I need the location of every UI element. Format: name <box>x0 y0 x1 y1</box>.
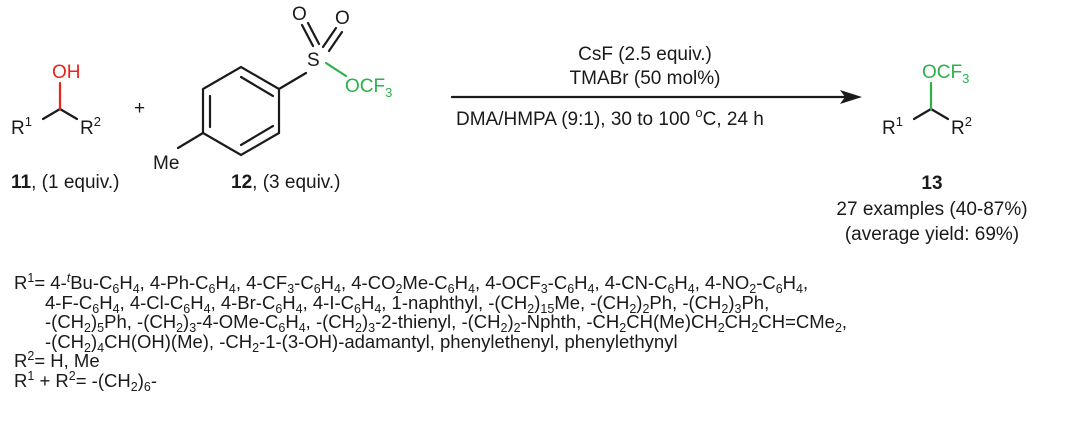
oxygen-right-label: O <box>335 8 350 29</box>
oxygen-top-label: O <box>292 4 307 25</box>
so-double-b2 <box>327 30 344 53</box>
benzene-double-3 <box>239 124 275 147</box>
product-compound-number: 13 <box>921 173 942 194</box>
scope-r1-line-4: -(CH2)4CH(OH)(Me), -CH2-1-(3-OH)-adamant… <box>45 330 678 355</box>
product-ocf3-label: OCF3 <box>922 62 969 86</box>
product-examples-text: 27 examples (40-87%) <box>836 199 1027 220</box>
alcohol-bond-r1 <box>41 107 62 121</box>
product-bond-r1 <box>912 107 933 121</box>
aryl-s-bond <box>277 71 308 91</box>
scope-r1-line-3: -(CH2)5Ph, -(CH2)3-4-OMe-C6H4, -(CH2)3-2… <box>45 311 848 336</box>
product-r2-label: R2 <box>951 114 972 139</box>
condition-line-2: TMABr (50 mol%) <box>570 68 721 89</box>
ocf3-leaving-label: OCF3 <box>345 76 392 100</box>
sulfonate-structure: Me S O O OCF3 <box>153 4 392 174</box>
condition-line-3: DMA/HMPA (9:1), 30 to 100 oC, 24 h <box>456 105 764 130</box>
reaction-arrow-head <box>840 90 862 104</box>
hydroxyl-label: OH <box>52 62 81 83</box>
so-double-a2 <box>306 21 321 46</box>
alcohol-bond-r2 <box>58 107 79 121</box>
product-average-yield: (average yield: 69%) <box>845 224 1019 245</box>
so-double-b1 <box>321 26 338 49</box>
substituent-scope: R1= 4-tBu-C6H4, 4-Ph-C6H4, 4-CF3-C6H4, 4… <box>14 271 1070 394</box>
scope-r1-line-2: 4-F-C6H4, 4-Cl-C6H4, 4-Br-C6H4, 4-I-C6H4… <box>45 291 770 316</box>
alcohol-r2-label: R2 <box>80 114 101 139</box>
sulfonate-compound-label: 12, (3 equiv.) <box>231 172 341 193</box>
scope-ring-line: R1 + R2= -(CH2)6- <box>14 368 157 394</box>
benzene-double-1 <box>239 75 275 98</box>
benzene-ring <box>201 65 281 157</box>
methyl-label: Me <box>153 153 179 174</box>
product-bond-r2 <box>929 107 950 121</box>
plus-sign: + <box>134 98 145 119</box>
condition-line-1: CsF (2.5 equiv.) <box>578 44 712 65</box>
scope-r1-line-1: R1= 4-tBu-C6H4, 4-Ph-C6H4, 4-CF3-C6H4, 4… <box>14 271 809 296</box>
so-double-a1 <box>300 23 315 48</box>
sulfur-label: S <box>307 50 320 71</box>
scope-r2-line: R2= H, Me <box>14 349 100 372</box>
product-structure: OCF3 R1 R2 <box>882 62 972 139</box>
alcohol-r1-label: R1 <box>11 114 32 139</box>
product-r1-label: R1 <box>882 114 903 139</box>
alcohol-compound-label: 11, (1 equiv.) <box>11 172 119 193</box>
s-o-bond <box>324 61 348 78</box>
reaction-scheme: OH R1 R2 11, (1 equiv.) + Me S O O OCF3 … <box>11 4 1028 245</box>
alcohol-structure: OH R1 R2 <box>11 62 101 139</box>
methyl-bond <box>176 131 205 150</box>
